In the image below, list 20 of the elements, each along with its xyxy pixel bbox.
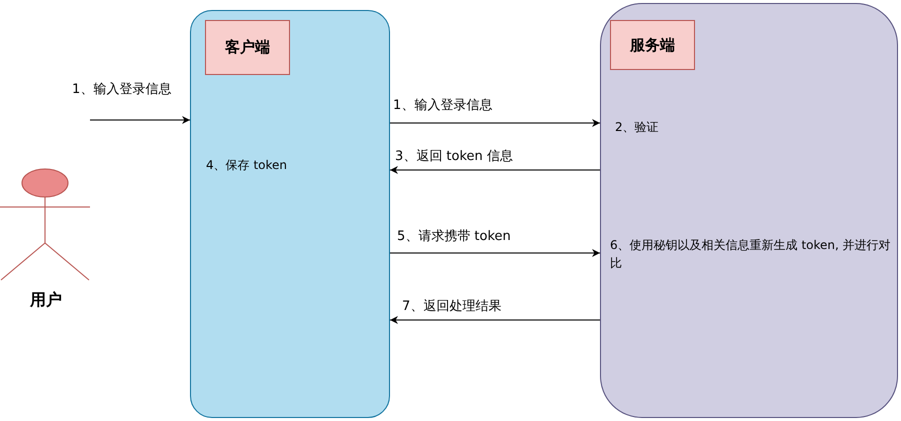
lane-box — [190, 10, 390, 418]
step-text: 4、保存 token — [206, 157, 288, 174]
arrow — [390, 249, 600, 257]
lane-title: 客户端 — [225, 37, 270, 58]
arrow — [390, 119, 600, 127]
arrow — [390, 316, 600, 324]
lane-box — [600, 3, 898, 418]
title-box — [610, 20, 695, 70]
step-text: 6、使用秘钥以及相关信息重新生成 token, 并进行对比 — [610, 237, 892, 272]
step-text: 2、验证 — [615, 119, 660, 136]
arrow — [390, 166, 600, 174]
lane-title: 服务端 — [630, 34, 675, 56]
edge-label: 1、输入登录信息 — [393, 97, 492, 115]
edge-label: 7、返回处理结果 — [402, 298, 502, 316]
arrow — [90, 116, 190, 124]
title-box — [205, 20, 290, 75]
edge-label: 5、请求携带 token — [397, 228, 511, 246]
edge-label: 1、输入登录信息 — [72, 81, 172, 99]
actor-label: 用户 — [28, 289, 63, 311]
edge-label: 3、返回 token 信息 — [395, 148, 513, 166]
